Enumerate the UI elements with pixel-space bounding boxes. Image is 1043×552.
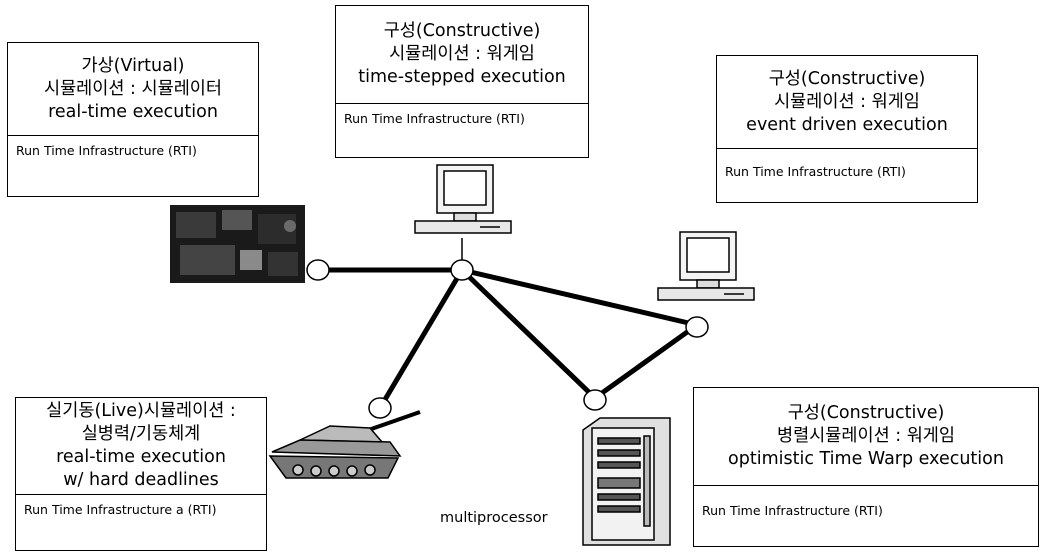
box-execution: time-stepped execution — [358, 67, 566, 87]
box-deadlines: w/ hard deadlines — [63, 470, 219, 490]
box-subtitle: 병렬시뮬레이션 : 워게임 — [776, 426, 956, 446]
box-subtitle: 시뮬레이션 : 워게임 — [389, 44, 535, 64]
time-stepped-simulation-box: 구성(Constructive) 시뮬레이션 : 워게임 time-steppe… — [335, 5, 589, 158]
server-tower-icon — [582, 417, 671, 546]
box-execution: real-time execution — [48, 101, 218, 122]
box-header: 가상(Virtual) 시뮬레이션 : 시뮬레이터 real-time exec… — [8, 43, 258, 136]
box-title: 가상(Virtual) — [81, 55, 185, 76]
virtual-simulation-box: 가상(Virtual) 시뮬레이션 : 시뮬레이터 real-time exec… — [7, 42, 259, 197]
live-simulation-box: 실기동(Live)시뮬레이션 : 실병력/기동체계 real-time exec… — [15, 397, 267, 551]
tank-icon — [268, 410, 421, 479]
network-node — [583, 389, 607, 411]
box-execution: optimistic Time Warp execution — [728, 449, 1004, 469]
desktop-computer-icon — [414, 164, 512, 234]
box-title: 구성(Constructive) — [768, 68, 926, 89]
box-title: 실기동(Live)시뮬레이션 : — [46, 401, 236, 421]
box-header: 실기동(Live)시뮬레이션 : 실병력/기동체계 real-time exec… — [16, 398, 266, 495]
box-execution: event driven execution — [746, 114, 948, 135]
network-node — [306, 259, 330, 281]
network-node — [368, 397, 392, 419]
rti-label: Run Time Infrastructure (RTI) — [16, 143, 197, 158]
network-node — [450, 259, 474, 281]
network-node — [685, 316, 709, 338]
box-header: 구성(Constructive) 시뮬레이션 : 워게임 event drive… — [717, 56, 977, 149]
rti-label: Run Time Infrastructure (RTI) — [702, 503, 883, 518]
box-subtitle: 시뮬레이션 : 시뮬레이터 — [43, 78, 223, 99]
rti-label: Run Time Infrastructure (RTI) — [725, 164, 906, 179]
box-header: 구성(Constructive) 시뮬레이션 : 워게임 time-steppe… — [336, 6, 588, 104]
box-subtitle: 시뮬레이션 : 워게임 — [774, 91, 920, 112]
box-execution: real-time execution — [56, 447, 226, 467]
link-hub-tank — [377, 267, 465, 411]
link-hub-server — [459, 267, 598, 401]
box-title: 구성(Constructive) — [787, 403, 945, 423]
box-title: 구성(Constructive) — [383, 21, 541, 41]
rti-label: Run Time Infrastructure (RTI) — [344, 111, 525, 126]
multiprocessor-label: multiprocessor — [440, 510, 548, 526]
simulator-photo-icon — [170, 205, 305, 283]
network-links — [315, 267, 700, 411]
box-header: 구성(Constructive) 병렬시뮬레이션 : 워게임 optimisti… — [694, 388, 1038, 486]
rti-label: Run Time Infrastructure a (RTI) — [24, 502, 217, 517]
box-subtitle: 실병력/기동체계 — [81, 424, 201, 444]
event-driven-simulation-box: 구성(Constructive) 시뮬레이션 : 워게임 event drive… — [716, 55, 978, 203]
desktop-computer-icon — [657, 231, 755, 301]
parallel-simulation-box: 구성(Constructive) 병렬시뮬레이션 : 워게임 optimisti… — [693, 387, 1039, 547]
link-pc-server — [592, 322, 700, 401]
link-hub-pc — [459, 267, 700, 328]
